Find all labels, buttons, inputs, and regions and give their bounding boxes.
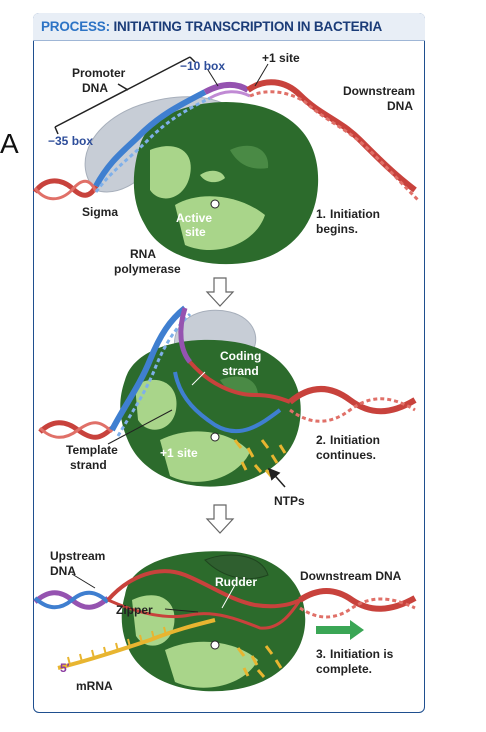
step3-caption-line1: Initiation is (330, 647, 394, 661)
minus35-box-label: −35 box (48, 134, 93, 148)
step3-illustration (33, 551, 417, 692)
ntps-label: NTPs (274, 494, 305, 508)
template-strand-label-2: strand (70, 458, 107, 472)
active-site-label-1: Active (176, 211, 212, 225)
coding-strand-label-1: Coding (220, 349, 261, 363)
down-arrow-2 (205, 504, 235, 534)
progress-arrow (316, 620, 364, 640)
step2-caption-line1: Initiation (330, 433, 380, 447)
title-text: INITIATING TRANSCRIPTION IN BACTERIA (113, 19, 383, 34)
minus10-box-label: −10 box (180, 59, 225, 73)
down-arrow-1 (205, 277, 235, 307)
rna-polymerase-label-2: polymerase (114, 262, 181, 276)
five-prime-label: 5′ (60, 661, 70, 675)
step2-illustration (38, 305, 417, 488)
rna-polymerase-label-1: RNA (130, 247, 156, 261)
step3-caption-line2: complete. (316, 662, 372, 676)
step1-caption-line2: begins. (316, 222, 358, 236)
step3-caption-number: 3. (316, 647, 326, 661)
plus1-site-label-1: +1 site (262, 51, 300, 65)
template-strand-label-1: Template (66, 443, 118, 457)
upstream-dna-label-2: DNA (50, 564, 76, 578)
rudder-label: Rudder (215, 575, 257, 589)
sigma-label: Sigma (82, 205, 118, 219)
step1-caption-number: 1. (316, 207, 326, 221)
downstream-dna-label-3: Downstream DNA (300, 569, 402, 583)
upstream-dna-label-1: Upstream (50, 549, 105, 563)
step1-illustration (32, 56, 420, 265)
panel-letter: A (0, 128, 19, 159)
downstream-dna-label-1: Downstream (343, 84, 415, 98)
coding-strand-label-2: strand (222, 364, 259, 378)
step1-caption-line1: Initiation (330, 207, 380, 221)
downstream-dna-label-2: DNA (387, 99, 413, 113)
mrna-label: mRNA (76, 679, 113, 693)
title-prefix: PROCESS: (41, 19, 110, 34)
promoter-label-1: Promoter (72, 66, 126, 80)
step2-caption-line2: continues. (316, 448, 376, 462)
plus1-site-label-2: +1 site (160, 446, 198, 460)
active-site-label-2: site (185, 225, 206, 239)
promoter-label-2: DNA (82, 81, 108, 95)
figure-title: PROCESS: INITIATING TRANSCRIPTION IN BAC… (33, 13, 425, 41)
zipper-label: Zipper (116, 603, 153, 617)
step2-caption-number: 2. (316, 433, 326, 447)
